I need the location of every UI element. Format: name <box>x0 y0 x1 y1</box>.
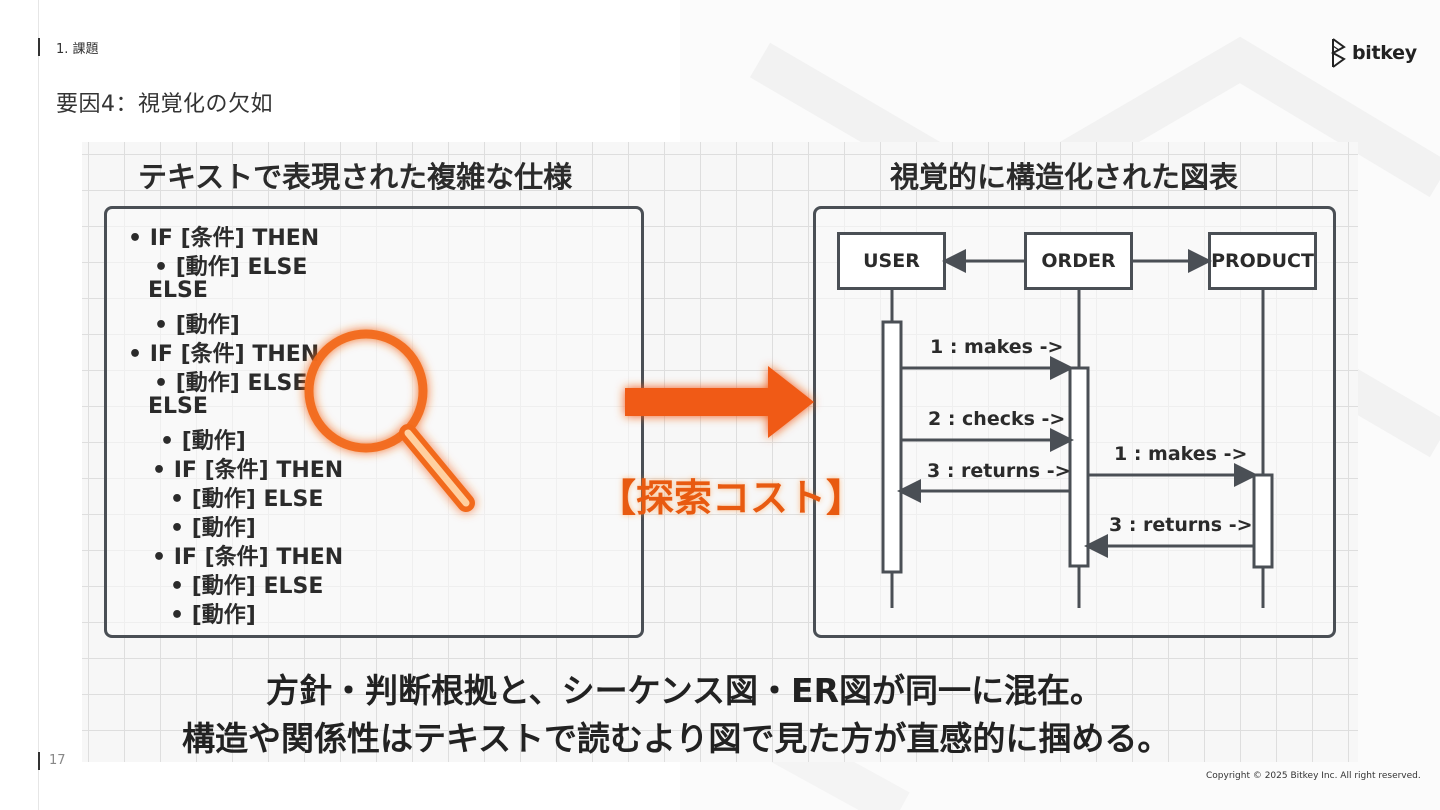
page-number: 17 <box>49 753 66 768</box>
entity-order: ORDER <box>1024 232 1133 290</box>
brand-logo: bitkey <box>1330 37 1417 69</box>
left-rule <box>38 0 39 810</box>
spec-line: • [動作] <box>160 429 246 454</box>
spec-line: • [動作] <box>170 516 256 541</box>
transform-arrow-icon <box>625 366 814 438</box>
spec-line: • IF [条件] THEN <box>128 342 320 367</box>
spec-line: • IF [条件] THEN <box>128 226 320 251</box>
spec-line: • IF [条件] THEN <box>152 458 344 483</box>
section-label: 1. 課題 <box>56 42 99 57</box>
page-title: 要因4：視覚化の欠如 <box>56 92 273 117</box>
user-activation <box>881 320 903 574</box>
product-activation <box>1252 473 1274 569</box>
search-cost-label: 【探索コスト】 <box>598 476 865 520</box>
message-label: 3 : returns -> <box>927 460 1071 482</box>
page-number-bar <box>38 752 40 770</box>
diagram-overlay <box>304 249 1274 608</box>
message-label: 3 : returns -> <box>1109 514 1253 536</box>
spec-line: • IF [条件] THEN <box>152 545 344 570</box>
spec-line: ELSE <box>148 394 208 419</box>
bitkey-logo-icon <box>1330 38 1346 68</box>
left-heading: テキストで表現された複雑な仕様 <box>138 160 573 194</box>
magnifier-icon <box>304 329 475 512</box>
section-bar <box>38 38 40 56</box>
message-label: 2 : checks -> <box>928 408 1066 430</box>
spec-line: ELSE <box>148 278 208 303</box>
comparison-figure: テキストで表現された複雑な仕様 視覚的に構造化された図表 • IF [条件] T… <box>82 142 1358 762</box>
logo-text: bitkey <box>1352 42 1417 64</box>
entity-product: PRODUCT <box>1208 232 1317 290</box>
text-spec-box <box>104 206 644 638</box>
caption-line-1: 方針・判断根拠と、シーケンス図・ER図が同一に混在。 <box>266 671 1103 710</box>
spec-line: • [動作] <box>154 313 240 338</box>
copyright: Copyright © 2025 Bitkey Inc. All right r… <box>1206 771 1421 781</box>
caption-line-2: 構造や関係性はテキストで読むより図で見た方が直感的に掴める。 <box>182 719 1171 758</box>
message-label: 1 : makes -> <box>930 336 1064 358</box>
message-label: 1 : makes -> <box>1114 443 1248 465</box>
spec-line: • [動作] ELSE <box>154 255 308 280</box>
spec-line: • [動作] ELSE <box>154 371 308 396</box>
order-activation <box>1068 366 1090 568</box>
right-heading: 視覚的に構造化された図表 <box>890 160 1239 194</box>
spec-line: • [動作] ELSE <box>170 574 324 599</box>
spec-line: • [動作] <box>170 603 256 628</box>
spec-line: • [動作] ELSE <box>170 487 324 512</box>
